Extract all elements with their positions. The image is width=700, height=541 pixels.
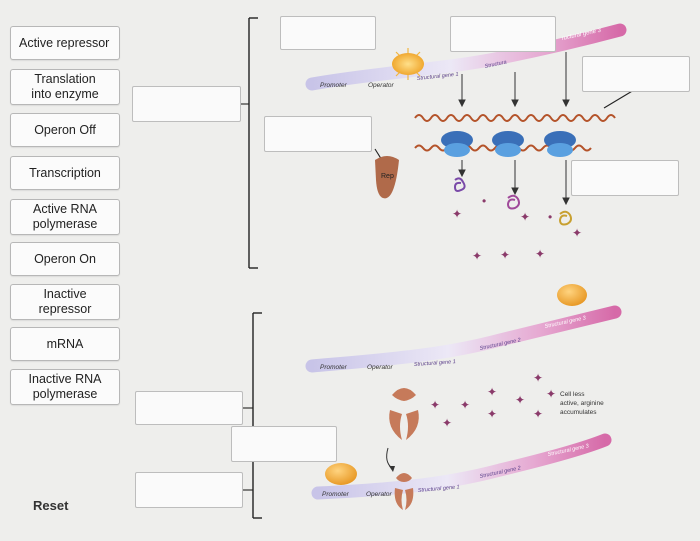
enzyme-3 bbox=[558, 210, 572, 226]
dna-strand-bottom: Promoter Operator Structural gene 1 Stru… bbox=[311, 433, 612, 500]
arrow-head bbox=[389, 466, 395, 472]
arrow-head bbox=[458, 169, 466, 178]
enzyme-2 bbox=[506, 194, 520, 210]
svg-text:✦: ✦ bbox=[430, 398, 440, 412]
dna-strand-middle: Promoter Operator Structural gene 1 Stru… bbox=[305, 305, 622, 373]
promoter-label-bottom: Promoter bbox=[322, 491, 350, 498]
svg-text:✦: ✦ bbox=[452, 207, 462, 221]
arrow-head bbox=[511, 99, 519, 108]
repressor-bound-operator bbox=[394, 473, 414, 510]
label-text: Transcription bbox=[29, 165, 101, 180]
drop-target-8[interactable] bbox=[231, 426, 337, 462]
cell-note-line-2: active, arginine bbox=[560, 400, 604, 407]
arrow-head bbox=[562, 197, 570, 206]
svg-text:✦: ✦ bbox=[535, 247, 545, 261]
label-inactive-rna-polymerase[interactable]: Inactive RNA polymerase bbox=[10, 369, 120, 405]
svg-text:✦: ✦ bbox=[515, 393, 525, 407]
svg-text:•: • bbox=[548, 210, 552, 224]
arrow bbox=[386, 447, 393, 469]
ribosome-1 bbox=[441, 131, 473, 157]
drop-target-5[interactable] bbox=[264, 116, 372, 152]
svg-text:✦: ✦ bbox=[472, 249, 482, 263]
promoter-label-mid: Promoter bbox=[320, 364, 348, 371]
pointer-line bbox=[603, 89, 635, 109]
structural-gene-2-label-top: Structura bbox=[484, 59, 507, 70]
label-text: Active RNA polymerase bbox=[32, 202, 98, 231]
label-transcription[interactable]: Transcription bbox=[10, 156, 120, 190]
label-active-repressor[interactable]: Active repressor bbox=[10, 26, 120, 60]
arginine-molecules-top: ✦ • ✦ ✦ ✦ ✦ ✦ • bbox=[452, 194, 582, 263]
mrna-wavy-strand bbox=[414, 114, 616, 122]
promoter-label-top: Promoter bbox=[320, 82, 348, 89]
active-rna-polymerase-shape bbox=[392, 48, 424, 80]
arrow-head bbox=[562, 99, 570, 108]
operator-label-mid: Operator bbox=[367, 364, 393, 371]
drop-target-7[interactable] bbox=[135, 391, 243, 425]
label-text: mRNA bbox=[46, 336, 84, 351]
operator-label-top: Operator bbox=[368, 82, 394, 89]
svg-text:✦: ✦ bbox=[487, 385, 497, 399]
reset-button[interactable]: Reset bbox=[33, 498, 69, 513]
inactive-repressor-blob bbox=[557, 284, 587, 306]
repressor-rep-label: Rep bbox=[381, 173, 394, 180]
drop-target-3[interactable] bbox=[450, 16, 556, 52]
cell-note-line-3: accumulates bbox=[560, 409, 597, 416]
label-text: Inactive repressor bbox=[38, 287, 92, 316]
svg-text:✦: ✦ bbox=[520, 210, 530, 224]
inactive-rna-polymerase-blob bbox=[325, 463, 357, 485]
drop-target-1[interactable] bbox=[132, 86, 241, 122]
arginine-molecules-bottom: ✦ ✦ ✦ ✦ ✦ ✦ ✦ ✦ ✦ bbox=[430, 371, 556, 430]
label-mrna[interactable]: mRNA bbox=[10, 327, 120, 361]
svg-text:✦: ✦ bbox=[533, 371, 543, 385]
svg-text:✦: ✦ bbox=[572, 226, 582, 240]
svg-text:✦: ✦ bbox=[533, 407, 543, 421]
svg-text:✦: ✦ bbox=[500, 248, 510, 262]
svg-text:✦: ✦ bbox=[442, 416, 452, 430]
arrow-head bbox=[458, 99, 466, 108]
label-text: Active repressor bbox=[19, 35, 110, 50]
label-text: Inactive RNA polymerase bbox=[28, 372, 102, 401]
label-translation-into-enzyme[interactable]: Translation into enzyme bbox=[10, 69, 120, 105]
svg-text:✦: ✦ bbox=[546, 387, 556, 401]
label-operon-off[interactable]: Operon Off bbox=[10, 113, 120, 147]
ribosome-2 bbox=[492, 131, 524, 157]
cell-note-line-1: Cell less bbox=[560, 391, 585, 398]
enzyme-1 bbox=[453, 177, 466, 192]
bracket-bottom bbox=[252, 312, 262, 519]
label-operon-on[interactable]: Operon On bbox=[10, 242, 120, 276]
drop-target-2[interactable] bbox=[280, 16, 376, 50]
label-active-rna-polymerase[interactable]: Active RNA polymerase bbox=[10, 199, 120, 235]
ribosome-3 bbox=[544, 131, 576, 157]
drop-target-6[interactable] bbox=[571, 160, 679, 196]
svg-text:✦: ✦ bbox=[460, 398, 470, 412]
svg-text:✦: ✦ bbox=[487, 407, 497, 421]
arrow-head bbox=[511, 187, 519, 196]
drop-target-9[interactable] bbox=[135, 472, 243, 508]
active-repressor-bottom bbox=[389, 388, 419, 440]
repressor-protein-top: Rep bbox=[375, 156, 399, 199]
operator-label-bottom: Operator bbox=[366, 491, 392, 498]
label-text: Operon Off bbox=[34, 122, 96, 137]
structural-gene-1-label-top: Structural gene 1 bbox=[417, 72, 459, 82]
structural-gene-1-label-mid: Structural gene 1 bbox=[414, 359, 456, 368]
label-inactive-repressor[interactable]: Inactive repressor bbox=[10, 284, 120, 320]
structural-gene-1-label-bottom: Structural gene 1 bbox=[418, 484, 460, 494]
label-text: Translation into enzyme bbox=[31, 72, 99, 101]
drop-target-4[interactable] bbox=[582, 56, 690, 92]
bracket-top bbox=[248, 17, 258, 269]
label-text: Operon On bbox=[34, 251, 96, 266]
svg-text:•: • bbox=[482, 194, 486, 208]
